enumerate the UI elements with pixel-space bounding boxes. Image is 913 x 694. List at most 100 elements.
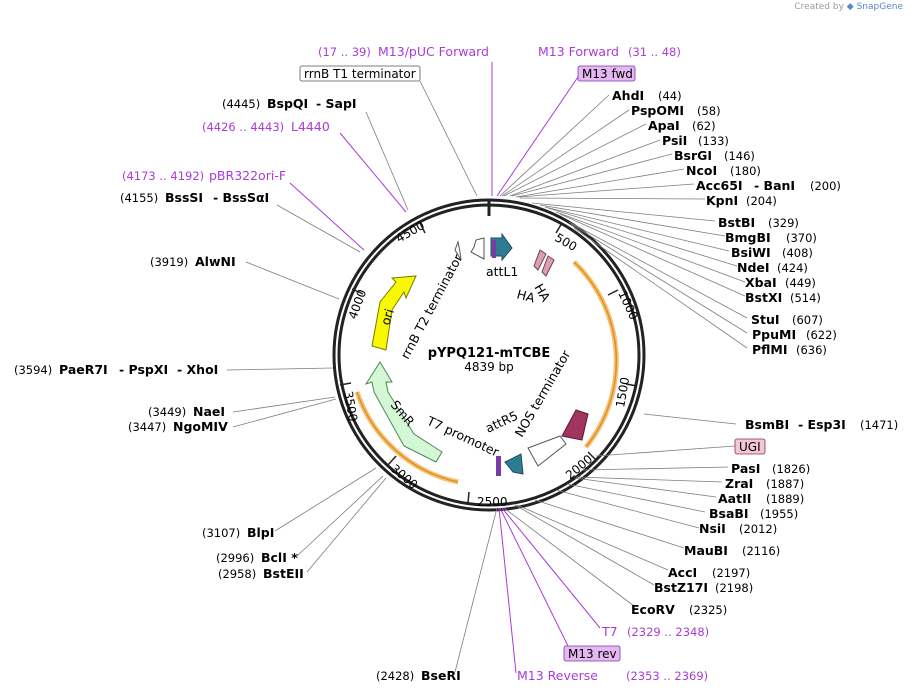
ahdi-name: AhdI [612,88,644,103]
m13-fwd-box [577,65,636,82]
bseri-pos: (2428) [376,669,414,683]
bsmbi-pos: (1471) [860,418,898,432]
m13-puc-label: M13/pUC Forward [378,44,489,59]
naei-pos: (3449) [148,405,186,419]
bsiwi-pos: (408) [782,246,813,260]
t7-promoter-mark [496,456,501,476]
maubi-pos: (2116) [742,544,780,558]
kpni-pos: (204) [746,194,777,208]
m13-reverse-name: M13 Reverse [517,668,598,683]
rrnb-t1-label: rrnB T1 terminator [304,67,416,81]
pflmi-pos: (636) [796,343,827,357]
paer7i-pos: (3594) [14,363,52,377]
bsssi-pos: (4155) [120,191,158,205]
bsiwi-name: BsiWI [731,245,771,260]
psii-pos: (133) [698,134,729,148]
t7-name: T7 [601,624,618,639]
pbr322-name: pBR322ori-F [209,168,286,183]
blpi-name: BlpI [247,525,274,540]
bmgbi-name: BmgBI [725,230,771,245]
ppumi-name: PpuMI [752,327,796,342]
bcli-name: BclI * [261,550,298,565]
nos-terminator-arrow-icon [561,409,589,441]
xbai-name: XbaI [745,275,777,290]
snapgene-logo-icon: ◆ [846,2,854,12]
m13-fwd-mark [492,240,496,258]
smr-arrow-icon [364,361,443,463]
tick-label-3500: 3500 [341,390,360,423]
bsssi-name: BssSI [165,190,203,205]
acci-pos: (2197) [712,566,750,580]
bani-name: - BanI [754,178,795,193]
m13-forward-label: M13 Forward [538,44,619,59]
bstbi-name: BstBI [718,215,755,230]
attr5-arrow-icon [504,453,524,475]
pasi-pos: (1826) [772,462,810,476]
apai-pos: (62) [692,119,716,133]
alwni-name: AlwNI [195,254,236,269]
esp3i-name: - Esp3I [798,417,846,432]
m13-forward-range: (31 .. 48) [628,45,681,59]
blpi-pos: (3107) [202,526,240,540]
bsssai-name: - BssSαI [213,190,269,205]
pflmi-name: PflMI [752,342,788,357]
zrai-pos: (1887) [766,477,804,491]
m13-fwd-box-label: M13 fwd [582,67,633,81]
ppumi-pos: (622) [806,328,837,342]
ndei-name: NdeI [737,260,770,275]
xbai-pos: (449) [785,276,816,290]
ugi-box-label: UGI [739,440,761,454]
plasmid-name: pYPQ121-mTCBE [428,346,551,361]
aatii-name: AatII [718,491,751,506]
m13-puc-range: (17 .. 39) [318,45,371,59]
bmgbi-pos: (370) [786,231,817,245]
bstxi-name: BstXI [745,290,782,305]
feature-label-ha2: HA [531,281,553,304]
bstbi-pos: (329) [768,216,799,230]
bsrgi-name: BsrGI [674,148,712,163]
bstxi-pos: (514) [790,291,821,305]
m13-rev-box [563,645,621,662]
ugi-box [734,438,766,455]
bsteii-pos: (2958) [218,567,256,581]
bspqi-name: BspQI [267,96,308,111]
ecorv-pos: (2325) [689,603,727,617]
bsmbi-name: BsmBI [745,417,789,432]
pspomi-name: PspOMI [631,103,684,118]
zrai-name: ZraI [725,476,753,491]
t7-range: (2329 .. 2348) [627,625,709,639]
acci-name: AccI [668,565,697,580]
ahdi-pos: (44) [658,89,682,103]
acc65i-pos: (200) [810,179,841,193]
ori-arrow-icon [371,275,417,351]
leader-lines [226,62,748,674]
rrnb-t1-arrow-icon [470,237,485,260]
kpni-name: KpnI [706,193,738,208]
pspxi-name: - PspXI [119,362,168,377]
ndei-pos: (424) [777,261,808,275]
ha-arrow-icon-2 [541,255,555,277]
pspomi-pos: (58) [697,104,721,118]
acc65i-name: Acc65I [696,178,743,193]
bseri-name: BseRI [421,668,461,683]
bsabi-pos: (1955) [760,507,798,521]
tick-label-2500: 2500 [477,495,508,509]
sapi-name: - SapI [316,96,357,111]
m13-reverse-range: (2353 .. 2369) [626,669,708,683]
naei-name: NaeI [193,404,225,419]
m13-rev-box-label: M13 rev [568,647,617,661]
ncoi-pos: (180) [730,164,761,178]
feature-label-ori: ori [378,307,397,327]
tick-marks [339,222,638,504]
bsrgi-pos: (146) [724,149,755,163]
feature-label-attl1: attL1 [486,264,518,279]
bsabi-name: BsaBI [709,506,749,521]
bstz17i-name: BstZ17I [654,580,708,595]
tick-label-4000: 4000 [346,288,370,321]
stui-pos: (607) [792,313,823,327]
feature-label-rrnb-t2: rrnB T2 terminator [397,251,465,361]
nsii-pos: (2012) [739,522,777,536]
pbr322-range: (4173 .. 4192) [122,169,204,183]
alwni-pos: (3919) [150,255,188,269]
